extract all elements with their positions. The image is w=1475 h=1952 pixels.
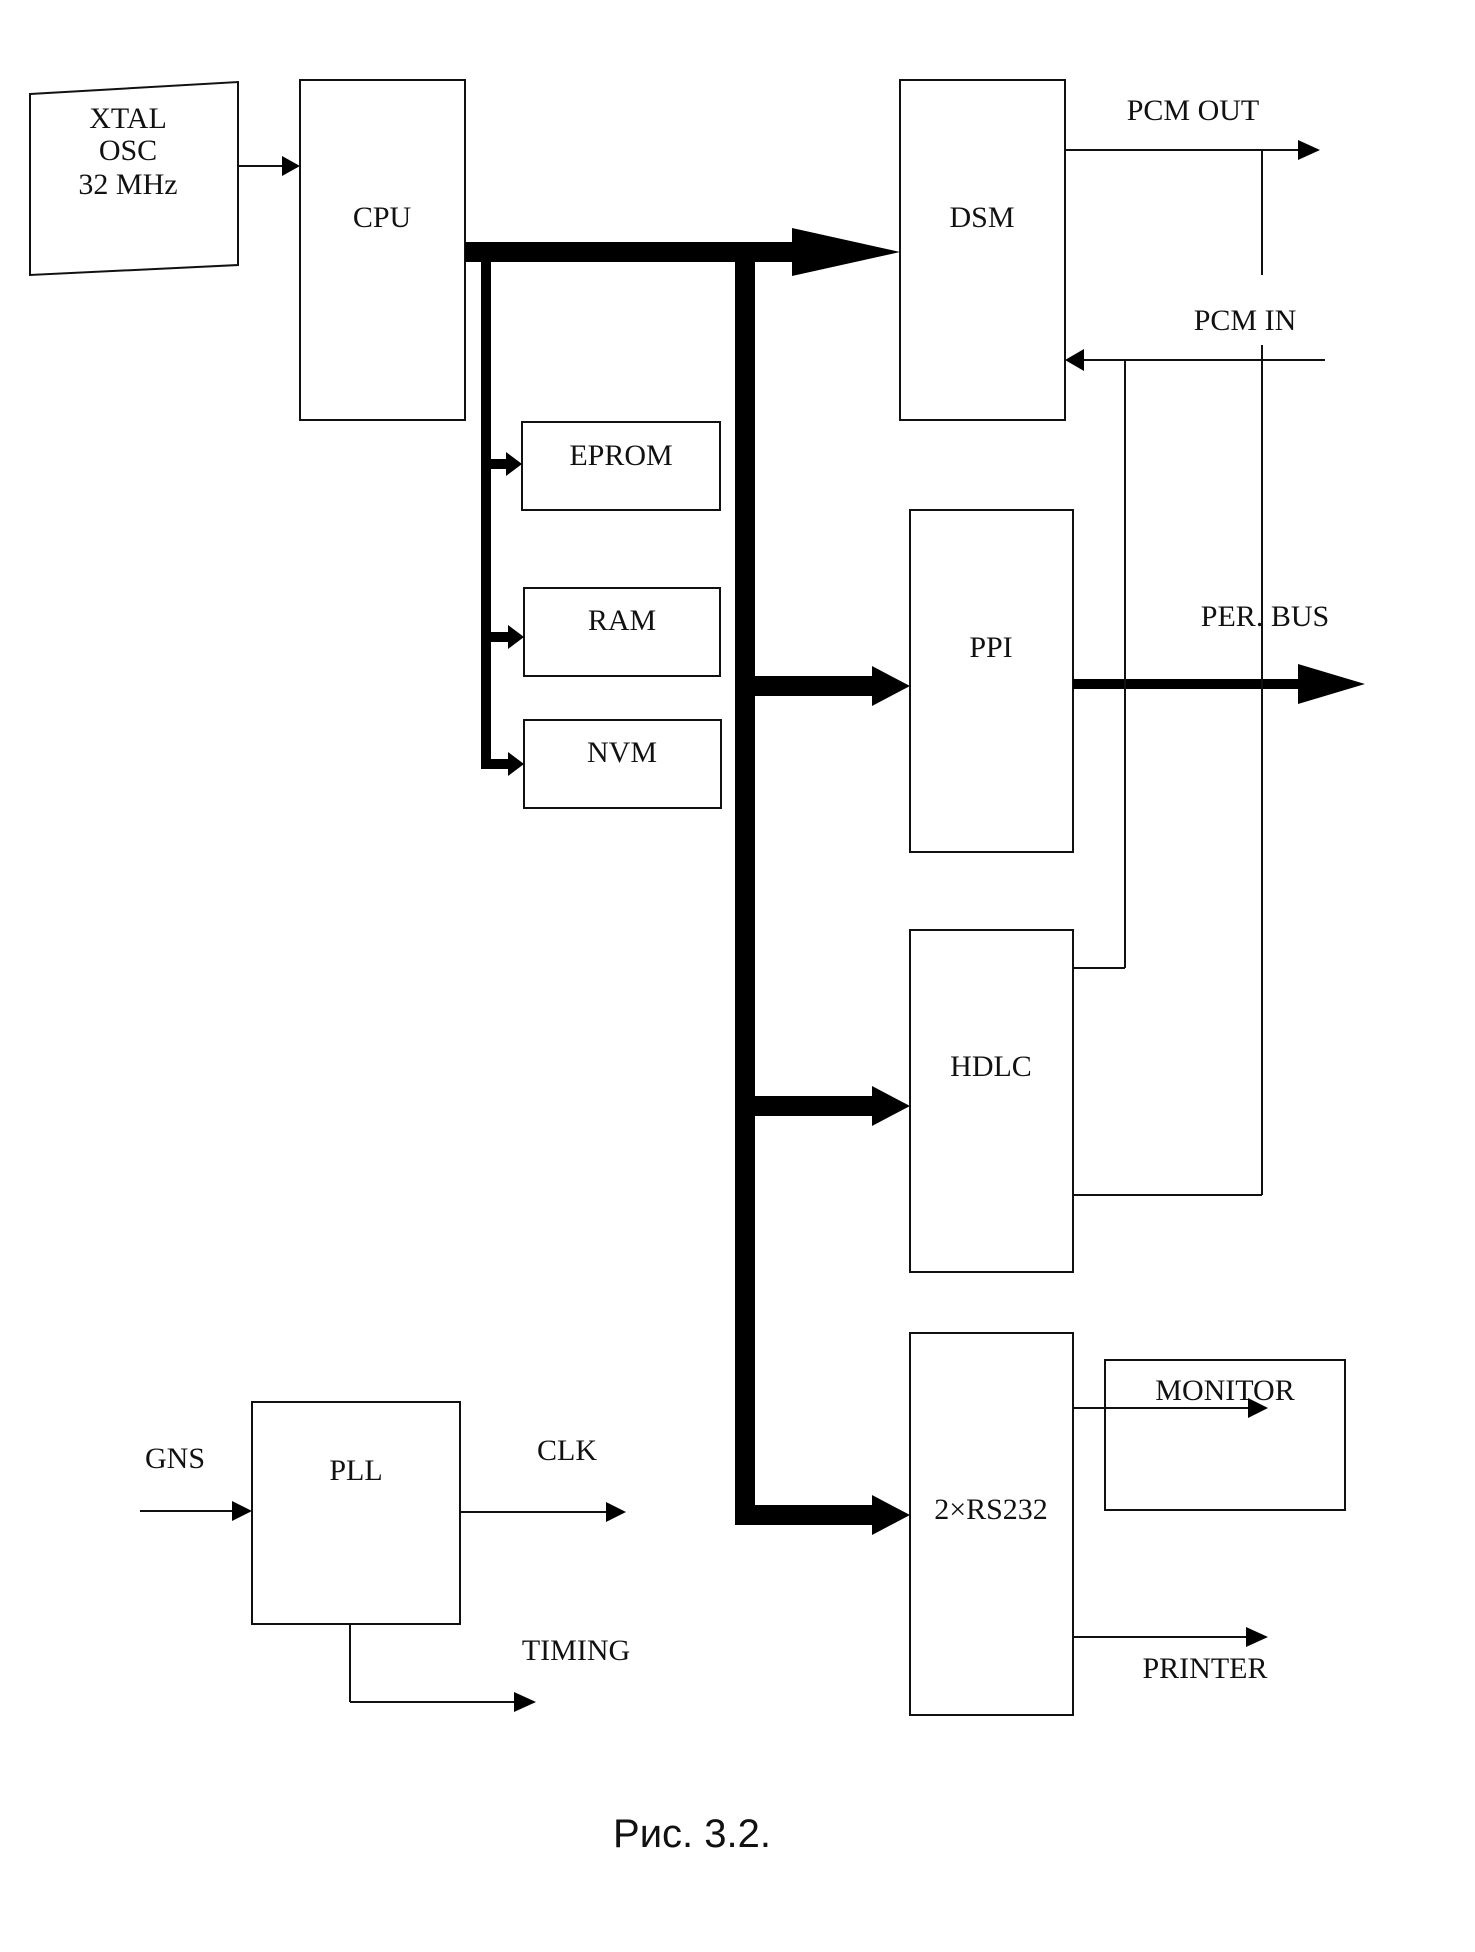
pll-block: PLL xyxy=(251,1401,461,1625)
printer-label: PRINTER xyxy=(1142,1652,1267,1685)
pll-label: PLL xyxy=(329,1454,382,1487)
pcm-out-line xyxy=(1065,140,1320,1196)
per-bus-arrow xyxy=(1073,664,1365,704)
pll-clk-arrow xyxy=(460,1502,626,1522)
cpu-block: CPU xyxy=(299,79,466,421)
ppi-block: PPI xyxy=(909,509,1074,853)
dsm-block: DSM xyxy=(899,79,1066,421)
system-bus xyxy=(465,228,910,1535)
nvm-block: NVM xyxy=(523,719,722,809)
hdlc-block: HDLC xyxy=(909,929,1074,1273)
dsm-label: DSM xyxy=(949,201,1014,234)
gns-to-pll-arrow xyxy=(140,1501,252,1521)
xtal-osc-block: XTAL OSC 32 MHz xyxy=(29,80,239,277)
pcm-out-label: PCM OUT xyxy=(1127,94,1260,127)
clk-label: CLK xyxy=(537,1434,597,1467)
xtal-label-line2: OSC xyxy=(99,134,157,167)
monitor-label: MONITOR xyxy=(1155,1374,1294,1407)
eprom-block: EPROM xyxy=(521,421,721,511)
pcm-in-line xyxy=(1065,349,1325,969)
rs232-label: 2×RS232 xyxy=(934,1493,1048,1526)
pcm-in-label: PCM IN xyxy=(1194,304,1297,337)
eprom-label: EPROM xyxy=(569,439,672,472)
rs232-to-monitor-arrow xyxy=(1073,1398,1268,1418)
xtal-label-line3: 32 MHz xyxy=(78,168,177,201)
rs232-block: 2×RS232 xyxy=(909,1332,1074,1716)
hdlc-label: HDLC xyxy=(950,1050,1032,1083)
rs232-to-printer-arrow xyxy=(1073,1627,1268,1647)
figure-caption: Рис. 3.2. xyxy=(613,1812,771,1856)
xtal-to-cpu-arrow xyxy=(238,156,300,176)
ram-label: RAM xyxy=(588,604,656,637)
memory-bus xyxy=(481,252,524,776)
ppi-label: PPI xyxy=(969,631,1012,664)
nvm-label: NVM xyxy=(587,736,657,769)
ram-block: RAM xyxy=(523,587,721,677)
gns-label: GNS xyxy=(145,1442,205,1475)
monitor-block: MONITOR xyxy=(1104,1359,1346,1511)
per-bus-label: PER. BUS xyxy=(1201,600,1329,633)
cpu-label: CPU xyxy=(353,201,412,234)
timing-label: TIMING xyxy=(522,1634,630,1667)
xtal-label-line1: XTAL xyxy=(89,102,167,135)
pll-timing-arrow xyxy=(349,1624,536,1712)
